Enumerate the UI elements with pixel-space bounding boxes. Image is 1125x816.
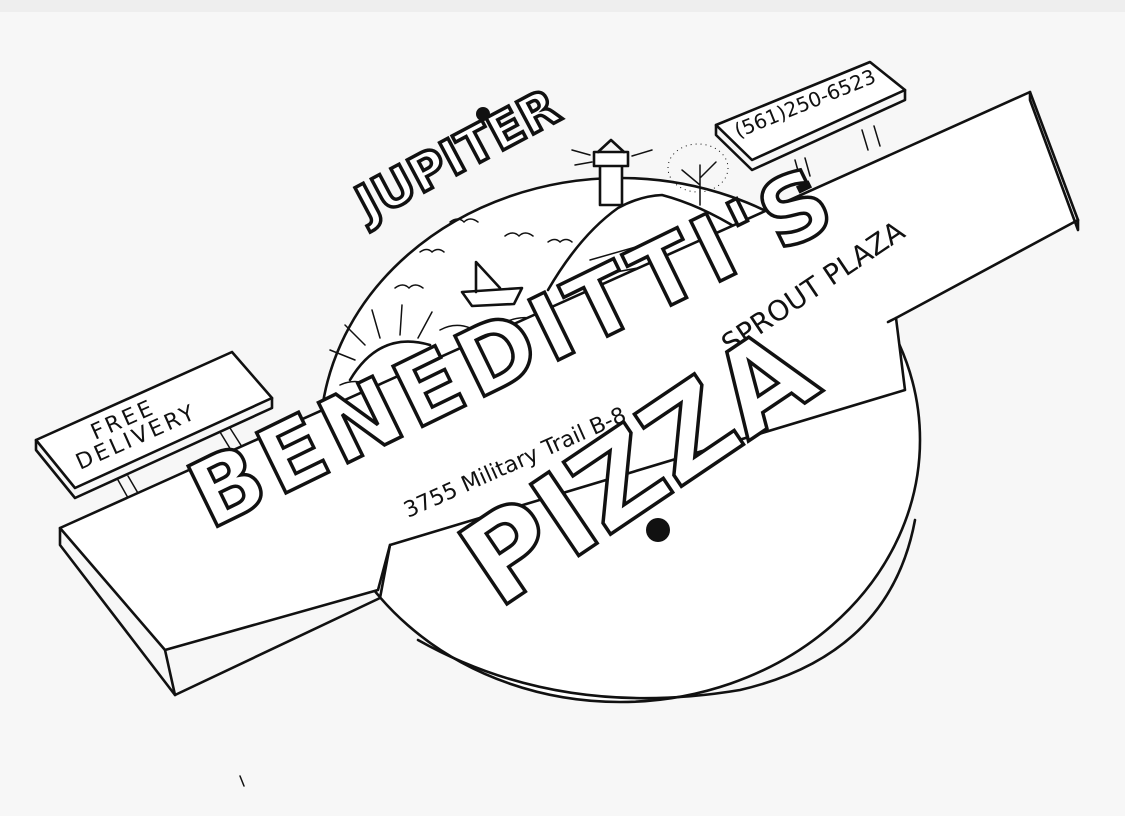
stray-mark xyxy=(239,775,245,787)
sunset-icon xyxy=(329,304,433,382)
top-strip xyxy=(0,0,1125,12)
sailboat-icon xyxy=(460,260,524,308)
birds xyxy=(394,218,573,290)
lighthouse-icon xyxy=(571,138,653,207)
product-i-dot xyxy=(646,518,670,542)
tree-icon xyxy=(667,143,729,206)
main-bar xyxy=(58,90,1080,697)
town-i-dot xyxy=(476,107,490,121)
